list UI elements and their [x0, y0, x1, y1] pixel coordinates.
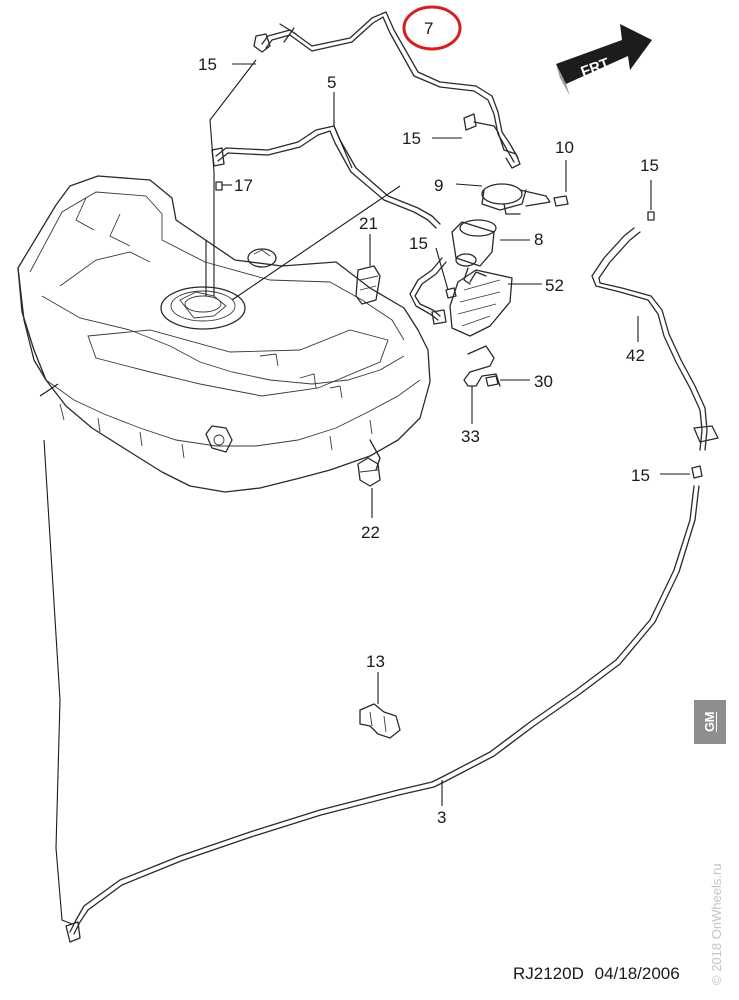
filter-bracket [449, 269, 513, 337]
bolt-10 [553, 195, 569, 207]
callout-42: 42 [626, 346, 645, 365]
callout-33: 33 [461, 427, 480, 446]
callout-7: 7 [424, 19, 433, 38]
callout-3: 3 [437, 808, 446, 827]
drawing-footer: RJ2120D 04/18/2006 [513, 964, 686, 984]
callout-5: 5 [327, 73, 336, 92]
drawing-code: RJ2120D [513, 964, 584, 983]
pipe-3 [69, 485, 695, 933]
callout-15: 15 [198, 55, 217, 74]
pipe-42 [591, 227, 703, 451]
callout-22: 22 [361, 523, 380, 542]
callout-52: 52 [545, 276, 564, 295]
highlight-circle-7 [402, 5, 462, 51]
callout-21: 21 [359, 214, 378, 233]
front-direction-arrow: FRT [556, 24, 652, 96]
callout-9: 9 [434, 176, 443, 195]
gm-logo: GM [694, 700, 726, 744]
clip-22 [357, 457, 381, 487]
gm-logo-text: GM [701, 712, 717, 732]
drawing-date: 04/18/2006 [594, 964, 680, 983]
callout-15: 15 [409, 234, 428, 253]
callout-10: 10 [555, 138, 574, 157]
callout-15: 15 [402, 129, 421, 148]
callout-8: 8 [534, 230, 543, 249]
filter-clamp-9 [481, 183, 551, 215]
hose-clamps [215, 113, 703, 479]
watermark: © 2018 OnWheels.ru [709, 863, 724, 985]
callout-15: 15 [640, 156, 659, 175]
clip-13 [359, 703, 401, 739]
callout-17: 17 [234, 176, 253, 195]
fuel-filter [451, 219, 497, 285]
pipe-7 [261, 11, 519, 159]
callout-15: 15 [631, 466, 650, 485]
clip-21 [355, 265, 381, 305]
fuel-lines [65, 11, 719, 943]
callout-13: 13 [366, 652, 385, 671]
bracket-30-33 [463, 345, 501, 387]
callout-30: 30 [534, 372, 553, 391]
callout-labels: 15 7 5 15 10 17 9 15 21 15 8 52 42 30 33… [198, 19, 659, 827]
frt-arrow-shape [556, 24, 652, 84]
fuel-tank [17, 175, 431, 493]
leader-lines [39, 59, 690, 925]
